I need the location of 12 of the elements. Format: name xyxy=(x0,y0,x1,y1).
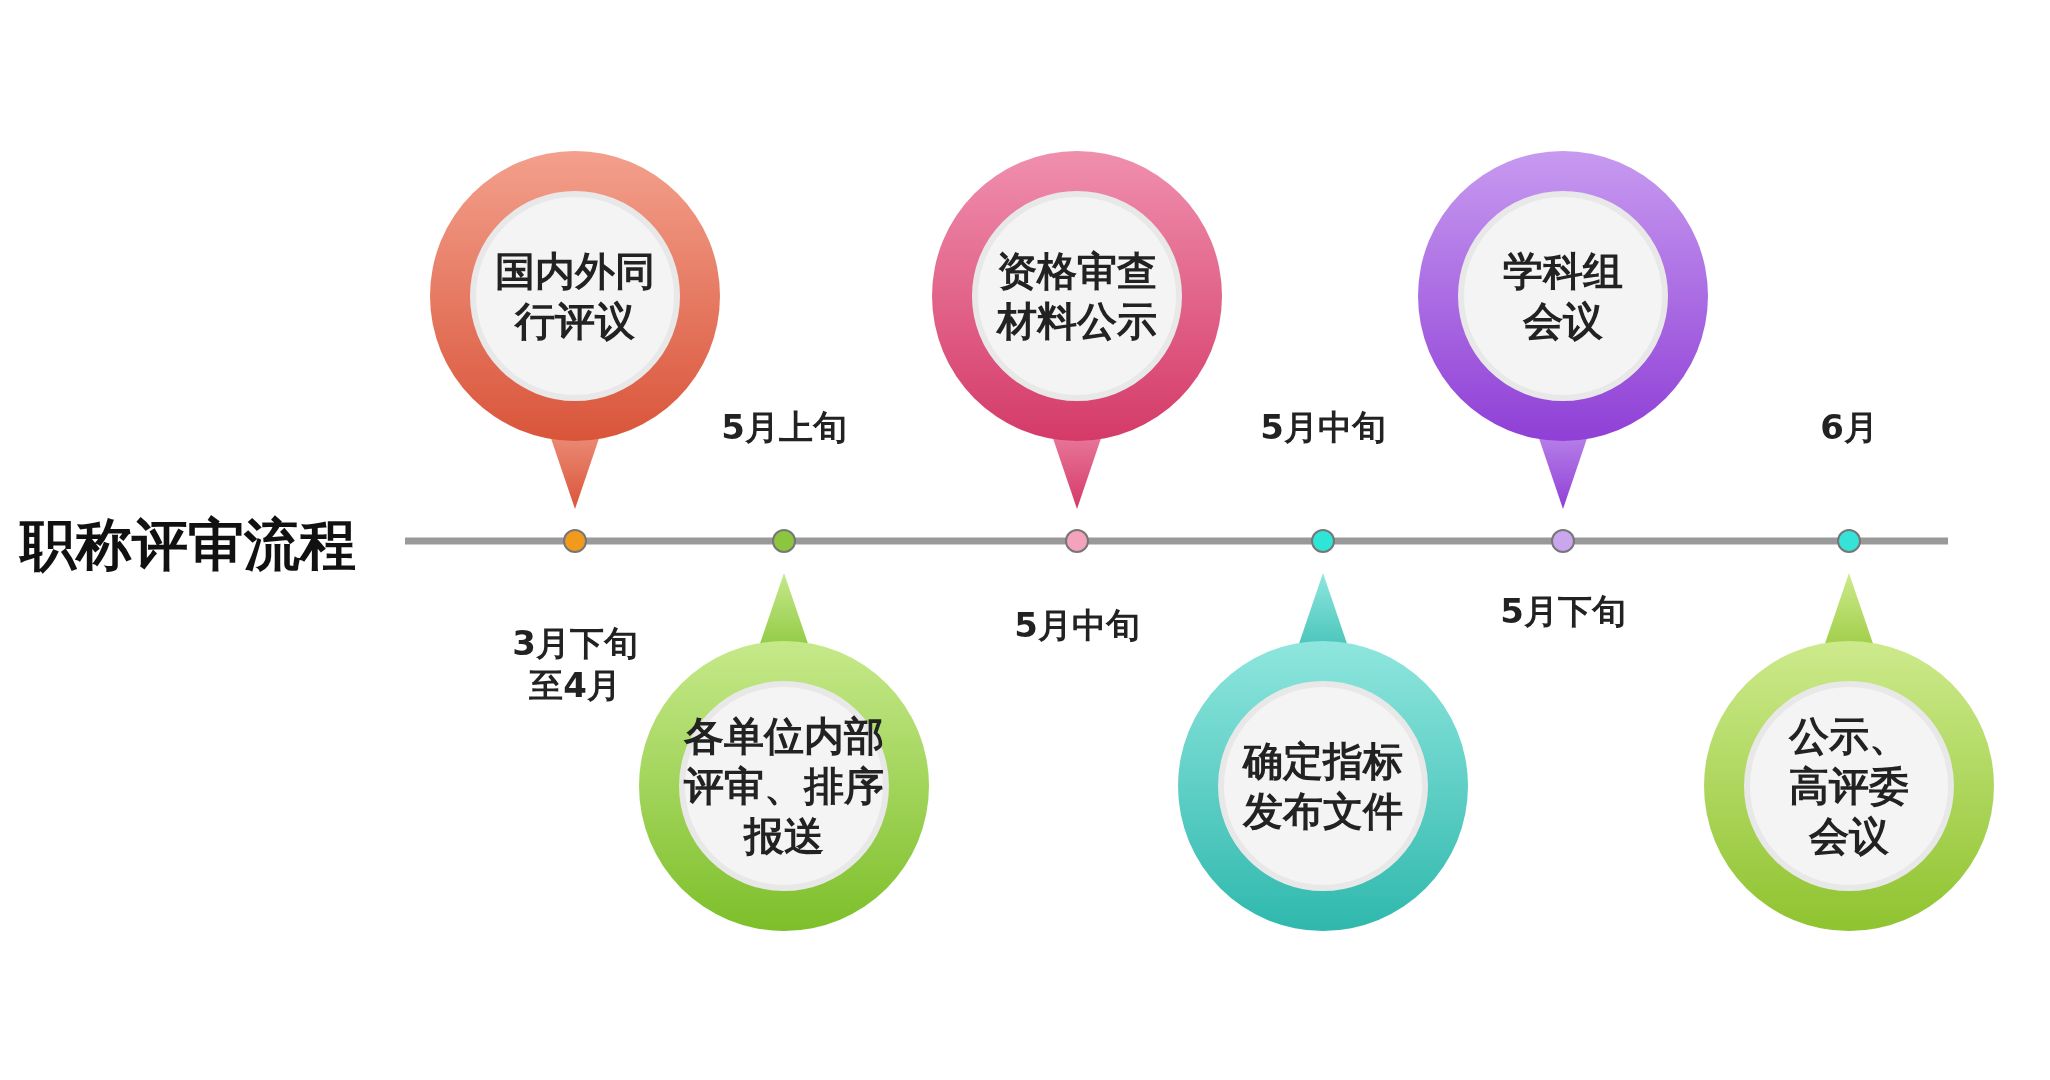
date-label: 3月下旬至4月 xyxy=(511,622,639,706)
date-label: 6月 xyxy=(1819,406,1879,448)
date-label: 5月上旬 xyxy=(720,406,848,448)
pin-label: 学科组会议 xyxy=(1502,247,1624,346)
date-label: 5月下旬 xyxy=(1499,590,1627,632)
date-label: 5月中旬 xyxy=(1013,604,1141,646)
pin-label: 国内外同行评议 xyxy=(494,247,656,346)
date-label: 5月中旬 xyxy=(1259,406,1387,448)
pin-label: 资格审查材料公示 xyxy=(995,247,1158,346)
pin-label: 确定指标发布文件 xyxy=(1241,737,1404,836)
pin-label: 公示、高评委会议 xyxy=(1787,712,1910,861)
diagram-title: 职称评审流程 xyxy=(20,512,356,578)
